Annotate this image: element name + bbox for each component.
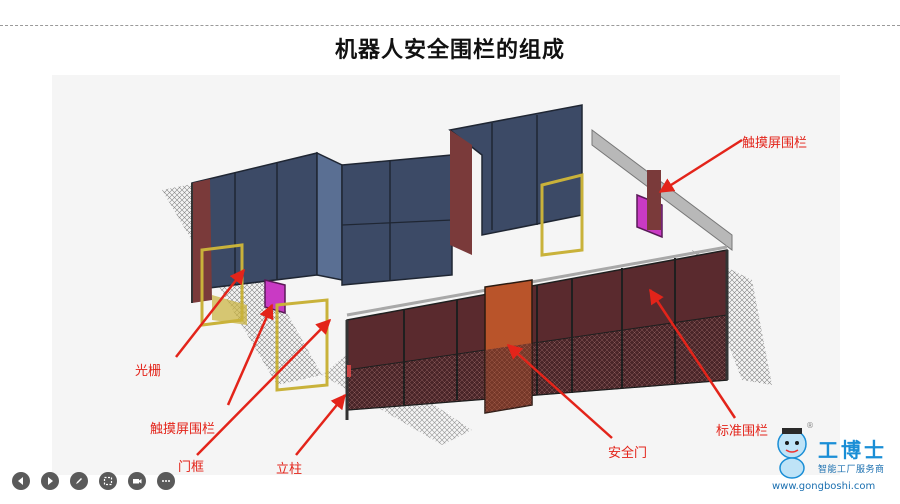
gongboshi-logo: 工博士 智能工厂服务商 www.gongboshi.com [768, 420, 896, 496]
touch-screen-left [264, 279, 286, 315]
logo-subtitle: 智能工厂服务商 [818, 465, 885, 475]
next-icon[interactable] [41, 472, 59, 490]
label-touch-screen-left: 触摸屏围栏 [150, 422, 216, 437]
fence-drawing [162, 104, 772, 445]
page-title: 机器人安全围栏的组成 [334, 38, 565, 63]
top-dashed-line [0, 25, 900, 26]
pen-icon[interactable] [70, 472, 88, 490]
camera-icon[interactable] [128, 472, 146, 490]
label-safety-door: 安全门 [608, 446, 648, 461]
label-light-curtain: 光栅 [135, 364, 162, 379]
label-door-frame: 门框 [178, 460, 205, 475]
back-right-panel [448, 104, 583, 236]
screen-icon[interactable] [99, 472, 117, 490]
label-standard-fence: 标准围栏 [716, 424, 769, 439]
right-door-frame [540, 173, 584, 257]
label-touch-screen-right: 触摸屏围栏 [742, 136, 808, 151]
middle-panel [341, 154, 453, 286]
mascot-icon [777, 428, 807, 479]
logo-name: 工博士 [818, 438, 887, 462]
label-post: 立柱 [276, 462, 303, 477]
prev-icon[interactable] [12, 472, 30, 490]
logo-url: www.gongboshi.com [772, 481, 876, 492]
presentation-controls [12, 472, 175, 490]
fence-3d-render [52, 75, 840, 475]
registered-mark: ® [806, 421, 814, 430]
more-icon[interactable] [157, 472, 175, 490]
